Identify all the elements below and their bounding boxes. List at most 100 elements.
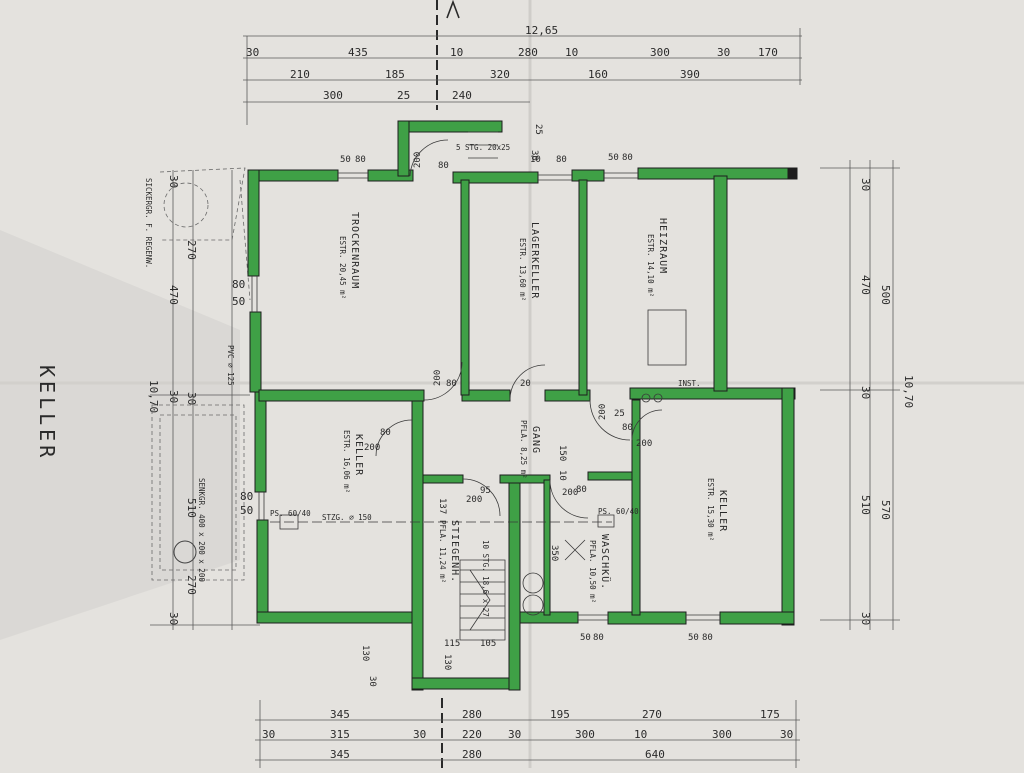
dim-label: 115 bbox=[444, 639, 460, 649]
room-area-heizraum: ESTR. 14,10 m² bbox=[646, 234, 655, 297]
dim-label: 200 bbox=[413, 152, 423, 168]
wall-top-3 bbox=[452, 171, 539, 184]
dim-label: 640 bbox=[645, 748, 665, 761]
dim-label: 25 bbox=[533, 124, 543, 135]
wall-stair-bottom bbox=[411, 677, 521, 690]
wall-left-2 bbox=[249, 311, 262, 393]
dim-label: 320 bbox=[490, 68, 510, 81]
dim-label: 175 bbox=[760, 708, 780, 721]
dim-label: 20 bbox=[520, 379, 531, 389]
plan-notes: 5 STG. 20x25 10 STG. 18,6 x 27 PS. 60/40… bbox=[270, 143, 701, 617]
dim-label: 200 bbox=[598, 404, 608, 420]
wall-mid-4 bbox=[629, 387, 796, 400]
plan-title: KELLER bbox=[35, 365, 59, 461]
dim-label: 30 bbox=[185, 392, 198, 405]
sickergrube-outline bbox=[159, 167, 246, 241]
dim-label: 500 bbox=[879, 285, 892, 305]
senkgrube-label: SENKGR. 400 x 200 x 200 bbox=[197, 478, 206, 582]
dim-label: 30 bbox=[780, 728, 793, 741]
wall-stair-left bbox=[411, 399, 424, 691]
dim-label: 50 bbox=[608, 153, 619, 163]
dim-label: 137 bbox=[437, 498, 447, 514]
chimney-icon bbox=[641, 393, 651, 403]
dim-label: 50 bbox=[340, 155, 351, 165]
north-arrow-icon bbox=[446, 0, 460, 19]
wall-stair-top-2 bbox=[499, 474, 551, 484]
dim-label: 25 bbox=[397, 89, 410, 102]
dim-label: 50 bbox=[240, 504, 253, 517]
dim-label: 30 bbox=[262, 728, 275, 741]
dim-label: 80 bbox=[593, 633, 604, 643]
dryer-icon bbox=[522, 594, 544, 616]
room-name-trockenraum: TROCKENRAUM bbox=[349, 212, 360, 289]
room-area-keller-right: ESTR. 15,30 m² bbox=[706, 478, 715, 541]
dim-label: 50 bbox=[232, 295, 245, 308]
door-arc bbox=[631, 409, 663, 441]
note-stzg: STZG. ⌀ 150 bbox=[322, 513, 372, 522]
room-name-keller-left: KELLER bbox=[353, 434, 364, 476]
door-arc bbox=[375, 419, 413, 457]
note-ps-right: PS. 60/40 bbox=[598, 507, 639, 516]
wall-right bbox=[781, 387, 795, 626]
dim-label: 345 bbox=[330, 708, 350, 721]
bottom-dimensions bbox=[255, 700, 800, 768]
room-name-heizraum: HEIZRAUM bbox=[657, 218, 668, 274]
dim-label: 270 bbox=[185, 240, 198, 260]
wall-part-2 bbox=[578, 179, 588, 396]
left-dim-labels: 30 270 470 10,70 30 30 510 270 30 80 50 … bbox=[147, 175, 253, 625]
senkgrube-shaft-icon bbox=[173, 540, 197, 564]
dim-label: 30 bbox=[167, 612, 180, 625]
wall-wash-top bbox=[587, 471, 633, 481]
external-pits bbox=[151, 167, 246, 581]
dim-label: 350 bbox=[549, 545, 559, 561]
dim-label: 80 bbox=[576, 485, 587, 495]
dim-label: 10 bbox=[565, 46, 578, 59]
door-arc bbox=[423, 361, 463, 401]
pvc-pipe-line bbox=[239, 179, 251, 301]
wall-bottom-r1 bbox=[607, 611, 687, 625]
dim-label: 25 bbox=[614, 409, 625, 419]
wall-stair-top-1 bbox=[422, 474, 464, 484]
dim-label: 80 bbox=[438, 161, 449, 171]
bottom-dim-row1: 345 280 195 270 175 bbox=[330, 708, 780, 721]
dim-label: 345 bbox=[330, 748, 350, 761]
boiler-icon bbox=[647, 309, 687, 366]
wall-wash-left bbox=[543, 479, 551, 616]
dim-label: 195 bbox=[550, 708, 570, 721]
wall-top-2 bbox=[367, 169, 414, 182]
dim-label: 470 bbox=[167, 285, 180, 305]
wall-left-1 bbox=[247, 169, 260, 277]
wall-stair-right bbox=[508, 479, 521, 691]
dim-label: 570 bbox=[879, 500, 892, 520]
dim-label: 30 bbox=[508, 728, 521, 741]
dim-label: 170 bbox=[758, 46, 778, 59]
dim-label: 80 bbox=[232, 278, 245, 291]
note-ps-left: PS. 60/40 bbox=[270, 509, 311, 518]
wall-part-3 bbox=[631, 399, 641, 616]
dim-label: 390 bbox=[680, 68, 700, 81]
chimney-icon bbox=[653, 393, 663, 403]
pvc-pipe-label: PVC ⌀ 125 bbox=[226, 345, 235, 386]
dim-label: 200 bbox=[466, 495, 482, 505]
dim-label: 200 bbox=[433, 370, 443, 386]
dim-label: 30 bbox=[859, 612, 872, 625]
dim-label: 30 bbox=[167, 390, 180, 403]
paper-shadow bbox=[0, 230, 240, 640]
door-arc bbox=[462, 478, 501, 517]
wall-part-1 bbox=[460, 179, 470, 396]
door-swings bbox=[375, 139, 663, 519]
dim-label: 510 bbox=[859, 495, 872, 515]
dim-label: 10 bbox=[530, 155, 541, 165]
top-dimensions bbox=[243, 28, 802, 125]
dim-label: 30 bbox=[717, 46, 730, 59]
dim-label: 30 bbox=[529, 150, 539, 161]
door-dim-labels: 50 80 200 10 80 50 80 80 200 20 80 200 2… bbox=[340, 124, 713, 687]
dim-label: 30 bbox=[167, 175, 180, 188]
wall-mid-3 bbox=[544, 389, 591, 402]
top-dim-row4: 300 25 240 bbox=[323, 89, 472, 102]
dim-label: 105 bbox=[480, 639, 496, 649]
wall-bottom-r2 bbox=[719, 611, 795, 625]
wall-bottom-1 bbox=[256, 611, 418, 624]
dim-label: 315 bbox=[330, 728, 350, 741]
